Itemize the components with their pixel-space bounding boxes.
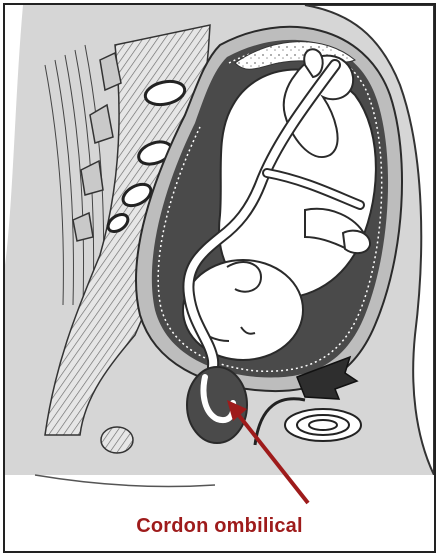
lower-body-outline <box>5 475 434 551</box>
coccyx <box>101 427 133 453</box>
diagram-frame: Cordon ombilical <box>3 3 436 553</box>
pregnancy-cross-section-illustration <box>5 5 434 551</box>
pubic-symphysis <box>285 409 361 441</box>
annotation-label: Cordon ombilical <box>5 515 434 538</box>
